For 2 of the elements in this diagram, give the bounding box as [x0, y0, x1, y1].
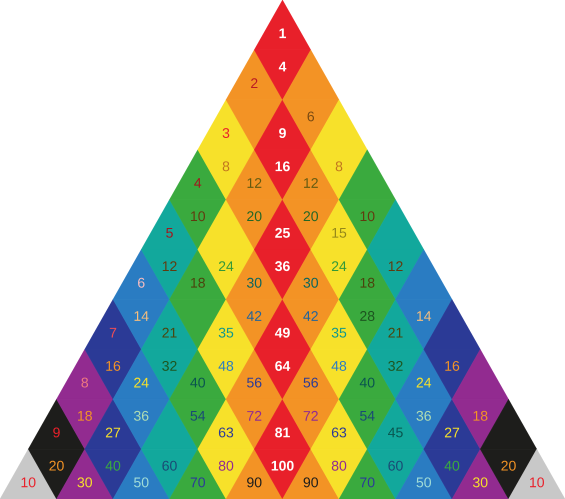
triangle-cell: 1 [254, 0, 311, 50]
triangle-cell: 3 [198, 100, 254, 150]
